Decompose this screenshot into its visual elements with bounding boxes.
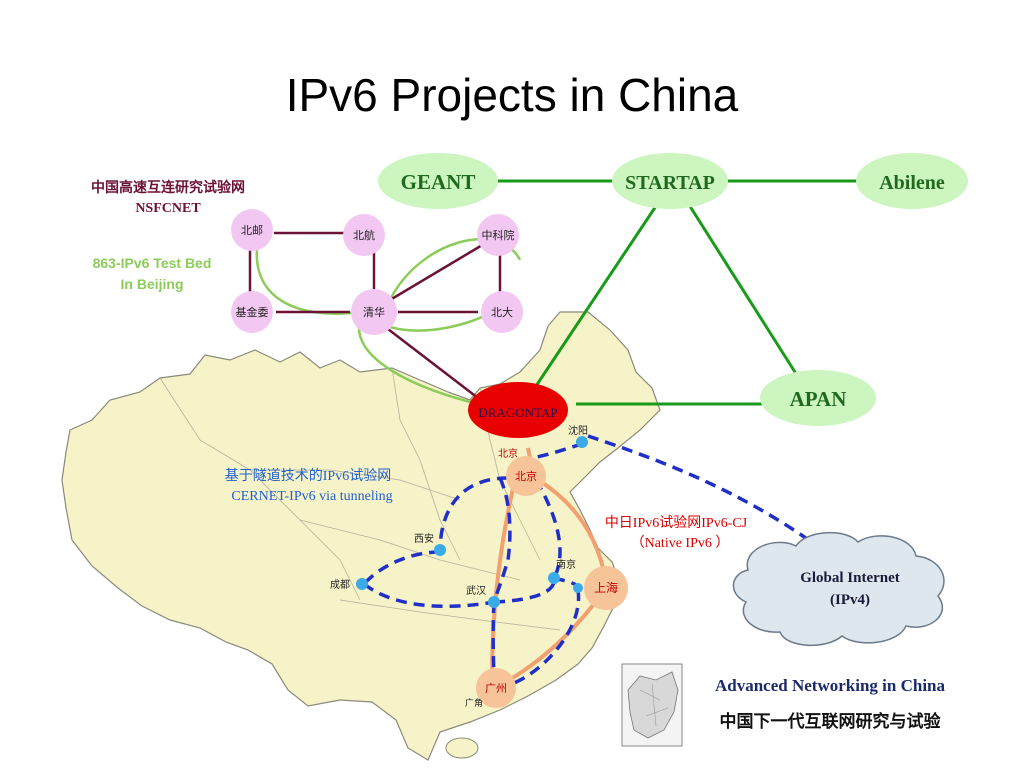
cernet-city-dots <box>356 436 588 608</box>
logo-block: Advanced Networking in China 中国下一代互联网研究与… <box>621 663 946 747</box>
city-dot-shenyang <box>576 436 588 448</box>
international-links <box>498 179 858 406</box>
apan-node: APAN <box>760 370 876 426</box>
apan-label: APAN <box>790 387 847 411</box>
abilene-label: Abilene <box>879 172 945 194</box>
node-beida-label: 北大 <box>491 305 513 319</box>
dragontap-label: DRAGONTAP <box>478 405 557 420</box>
node-beijing: 北京 <box>506 456 546 496</box>
global-internet-line2: (IPv4) <box>830 592 870 608</box>
node-guangzhou: 广州 <box>476 668 516 708</box>
node-zhongkeyuan: 中科院 <box>477 214 519 256</box>
node-beiyou-label: 北邮 <box>241 224 263 237</box>
city-label-nanjing: 南京 <box>556 558 576 571</box>
slide-title: IPv6 Projects in China <box>285 69 739 121</box>
geant-label: GEANT <box>401 170 476 194</box>
node-beihang: 北航 <box>343 214 385 256</box>
node-beijing-label: 北京 <box>515 469 537 483</box>
nsfcnet-links <box>248 231 502 399</box>
geant-node: GEANT <box>378 153 498 209</box>
city-label-guangjiao: 广角 <box>465 697 483 708</box>
city-label-wuhan: 武汉 <box>466 584 486 597</box>
node-beihang-label: 北航 <box>353 228 375 242</box>
node-qinghua-label: 清华 <box>363 305 385 319</box>
nsfcnet-label-cn: 中国高速互连研究试验网 <box>91 179 245 196</box>
city-dot-wuhan <box>488 596 500 608</box>
cernet-label-cn: 基于隧道技术的IPv6试验网 <box>225 467 391 484</box>
node-jijinwei: 基金委 <box>231 291 273 333</box>
cj-label-cn: 中日IPv6试验网IPv6-CJ <box>605 515 748 531</box>
city-label-xian: 西安 <box>414 532 434 545</box>
node-beiyou: 北邮 <box>231 209 273 251</box>
abilene-node: Abilene <box>856 153 968 209</box>
startap-node: STARTAP <box>612 153 728 209</box>
city-label-chengdu: 成都 <box>330 579 350 591</box>
global-internet-cloud: Global Internet (IPv4) <box>732 531 945 647</box>
dragontap-node: DRAGONTAP <box>468 382 568 438</box>
city-label-shenyang: 沈阳 <box>568 424 588 437</box>
node-beida: 北大 <box>481 291 523 333</box>
testbed-label-line2: In Beijing <box>121 276 184 292</box>
startap-label: STARTAP <box>625 172 715 194</box>
cernet-label-en: CERNET-IPv6 via tunneling <box>231 489 392 504</box>
node-shanghai-label: 上海 <box>594 580 618 595</box>
global-link <box>587 434 822 550</box>
nsfcnet-label-en: NSFCNET <box>135 201 201 216</box>
hainan-island <box>445 737 479 759</box>
node-guangzhou-label: 广州 <box>485 682 507 695</box>
node-qinghua: 清华 <box>351 289 397 335</box>
node-zhongkeyuan-label: 中科院 <box>482 228 515 242</box>
city-dot-nanjing <box>548 572 560 584</box>
node-shanghai: 上海 <box>584 566 628 610</box>
city-dot-xian <box>434 544 446 556</box>
node-jijinwei-label: 基金委 <box>236 305 269 319</box>
testbed-label-line1: 863-IPv6 Test Bed <box>93 255 212 271</box>
city-label-beijing-small: 北京 <box>498 447 518 460</box>
china-map <box>61 311 661 761</box>
logo-line-en: Advanced Networking in China <box>715 676 946 695</box>
logo-line-cn: 中国下一代互联网研究与试验 <box>720 711 942 731</box>
city-dot-shanghai-cernet <box>573 583 583 593</box>
global-internet-line1: Global Internet <box>800 570 900 586</box>
cj-label-en: （Native IPv6 ） <box>631 535 730 551</box>
city-dot-chengdu <box>356 578 368 590</box>
